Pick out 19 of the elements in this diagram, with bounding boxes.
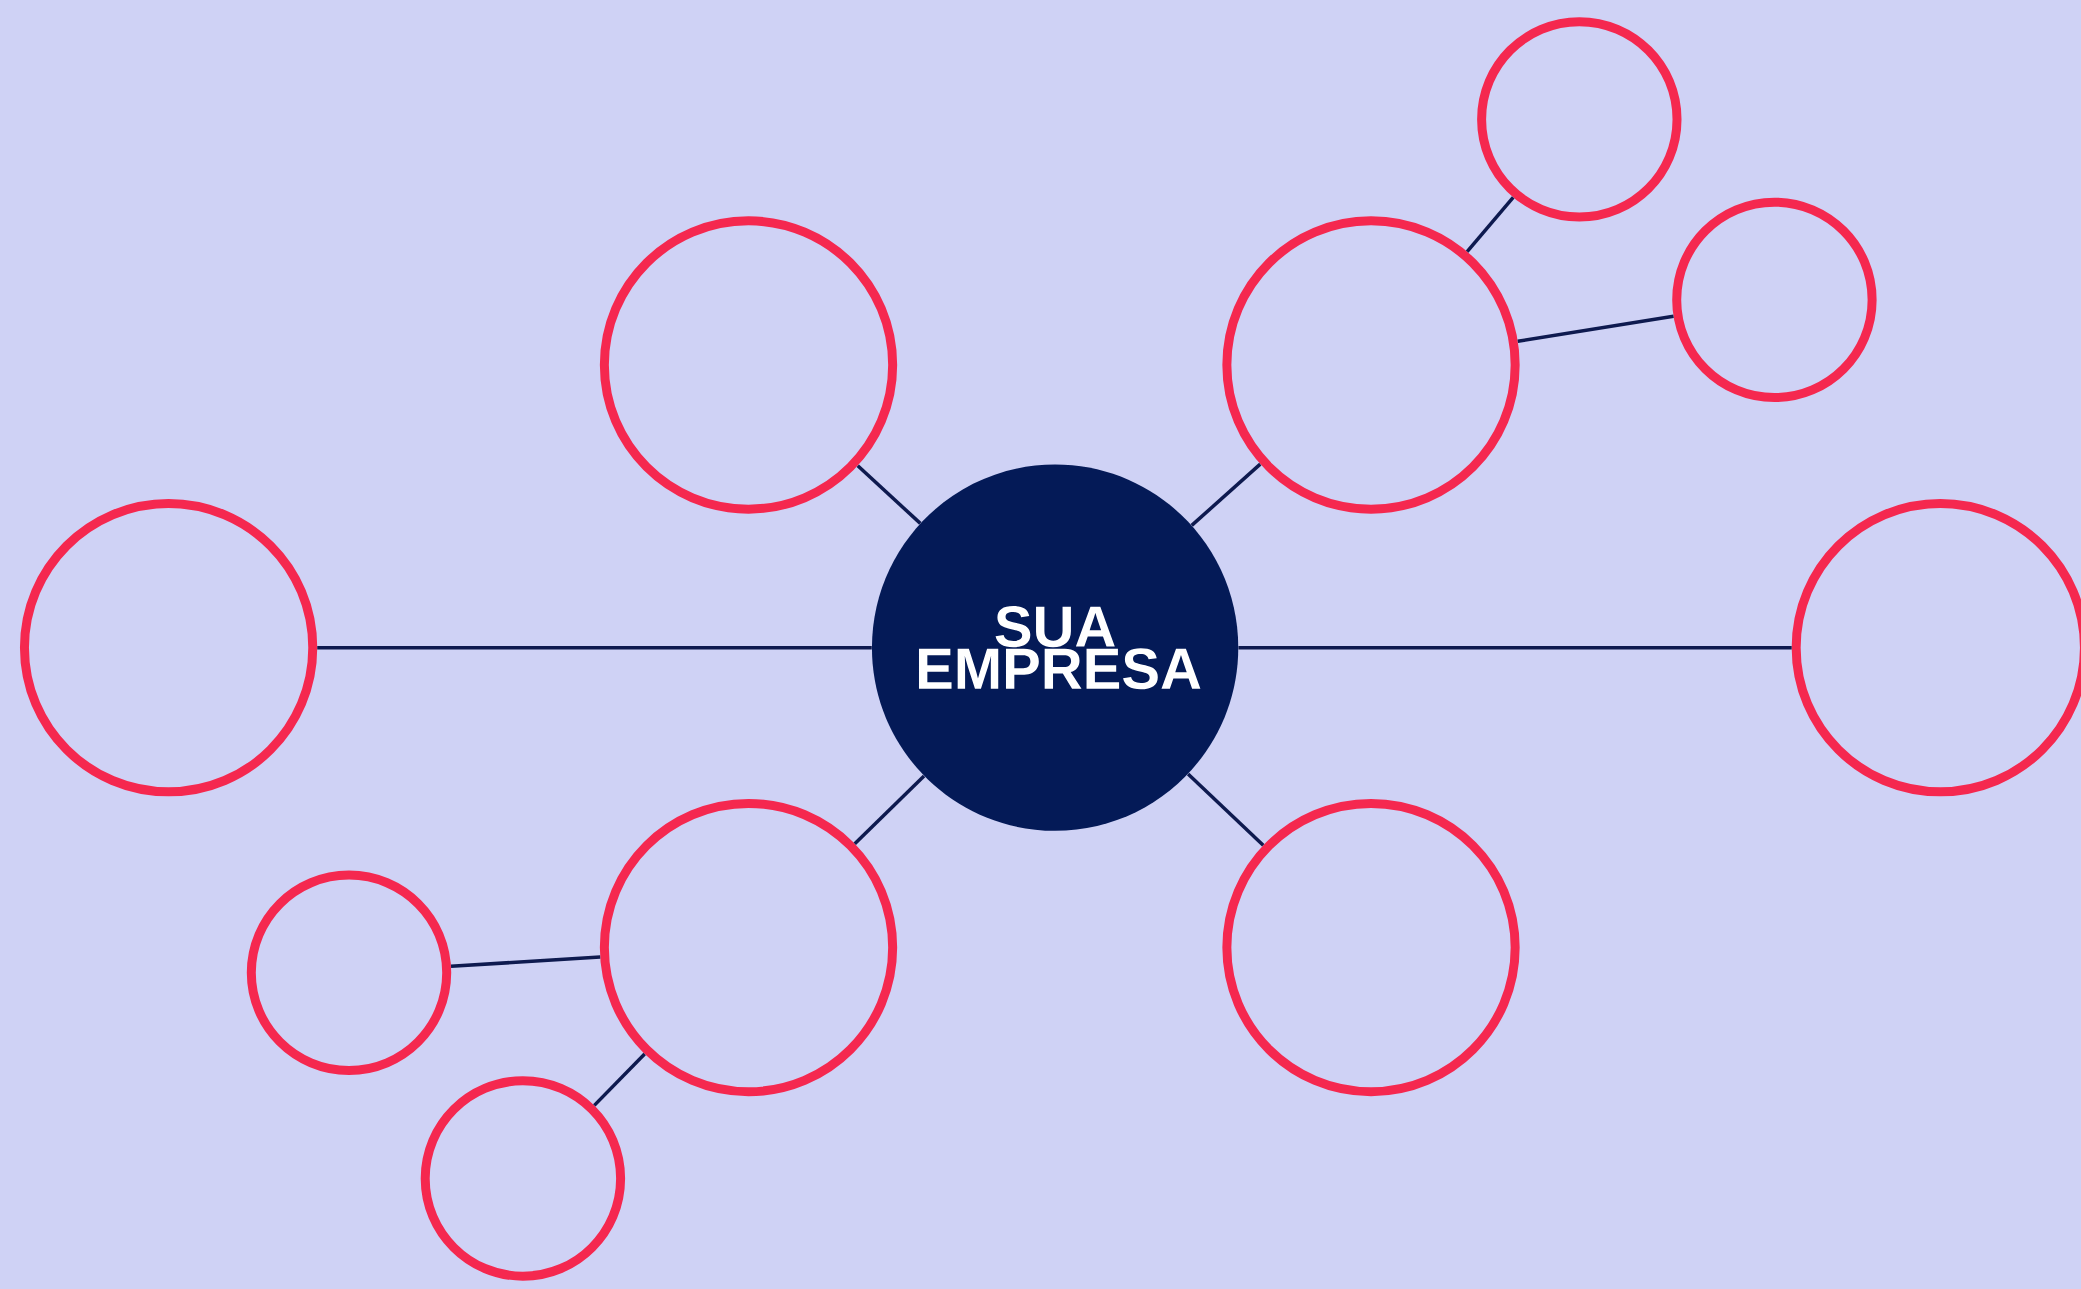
empty-circle	[599, 216, 898, 514]
connector-line	[1186, 772, 1265, 847]
connector-line	[1238, 645, 1792, 650]
connector-line	[853, 774, 926, 845]
empty-circle	[1222, 216, 1520, 514]
connector-line	[317, 645, 872, 650]
connector-line	[450, 955, 601, 969]
empty-circle	[1477, 17, 1682, 222]
empty-circle	[1672, 197, 1877, 403]
empty-circle	[1222, 798, 1520, 1097]
connector-line	[856, 464, 922, 525]
connector-line	[1465, 196, 1515, 253]
empty-circle	[246, 870, 452, 1075]
empty-circle	[599, 798, 898, 1097]
connector-line	[593, 1052, 646, 1107]
empty-circle	[19, 499, 318, 797]
empty-circle	[420, 1076, 626, 1281]
connector-line	[1517, 314, 1674, 344]
connector-line	[1190, 462, 1262, 527]
